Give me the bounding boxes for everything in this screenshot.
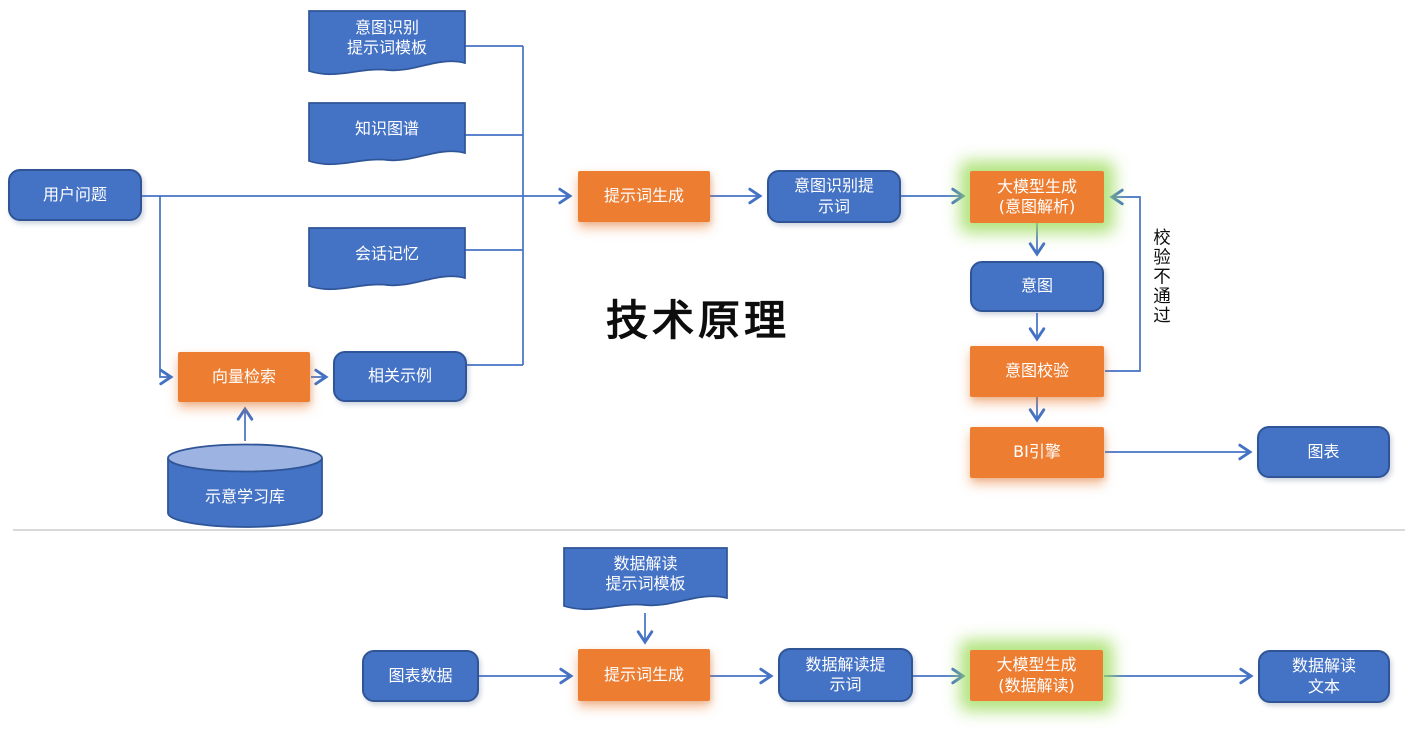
bi-engine-node: BI引擎: [970, 427, 1104, 478]
knowledge-graph-doc: 知识图谱: [308, 102, 466, 170]
intent-prompt-template-doc: 意图识别 提示词模板: [308, 10, 466, 80]
prompt-generation-2-label: 提示词生成: [603, 664, 684, 684]
intent-validation-label: 意图校验: [1004, 361, 1069, 381]
intent-node: 意图: [970, 261, 1104, 312]
page-title: 技术原理: [605, 296, 790, 345]
database-cylinder-icon: [167, 443, 323, 528]
data-interpretation-text-label: 数据解读 文本: [1291, 656, 1356, 696]
bi-engine-label: BI引擎: [1013, 442, 1061, 462]
llm-generation-interpretation-node: 大模型生成 (数据解读): [970, 650, 1103, 701]
document-shape-icon: [563, 547, 728, 611]
data-interpretation-prompt-node: 数据解读提 示词: [778, 648, 913, 702]
data-interpretation-prompt-label: 数据解读提 示词: [805, 654, 886, 694]
session-memory-doc: 会话记忆: [308, 227, 466, 295]
document-shape-icon: [308, 10, 466, 76]
user-question-node: 用户问题: [8, 169, 142, 221]
document-shape-icon: [308, 102, 466, 166]
related-examples-node: 相关示例: [333, 351, 467, 402]
prompt-generation-label: 提示词生成: [603, 186, 684, 206]
connector-arrows: [142, 45, 1254, 685]
document-shape-icon: [308, 227, 466, 291]
llm-generation-intent-node: 大模型生成 (意图解析): [970, 171, 1104, 223]
chart-data-label: 图表数据: [388, 665, 453, 685]
prompt-generation-2-node: 提示词生成: [578, 649, 710, 701]
intent-prompt-template-label: 意图识别 提示词模板: [346, 17, 427, 57]
vector-search-label: 向量检索: [211, 366, 276, 386]
validation-fail-label: 校验不通过: [1150, 228, 1171, 326]
llm-generation-interpretation-label: 大模型生成 (数据解读): [996, 655, 1077, 695]
knowledge-graph-label: 知识图谱: [354, 118, 419, 138]
intent-validation-node: 意图校验: [970, 346, 1104, 397]
user-question-label: 用户问题: [42, 184, 107, 204]
intent-label: 意图: [1020, 276, 1053, 296]
prompt-generation-node: 提示词生成: [578, 171, 710, 222]
related-examples-label: 相关示例: [367, 366, 432, 386]
data-interpretation-template-label: 数据解读 提示词模板: [605, 553, 686, 593]
data-interpretation-text-node: 数据解读 文本: [1258, 650, 1390, 703]
intent-recognition-prompt-node: 意图识别提 示词: [767, 170, 901, 223]
vector-search-node: 向量检索: [178, 352, 310, 402]
intent-recognition-prompt-label: 意图识别提 示词: [793, 176, 874, 216]
chart-label: 图表: [1307, 441, 1340, 461]
session-memory-label: 会话记忆: [354, 243, 419, 263]
data-interpretation-template-doc: 数据解读 提示词模板: [563, 547, 728, 615]
example-learning-db-node: 示意学习库: [167, 443, 323, 529]
llm-generation-intent-label: 大模型生成 (意图解析): [996, 176, 1077, 216]
chart-node: 图表: [1257, 426, 1390, 478]
chart-data-node: 图表数据: [362, 650, 479, 702]
example-learning-db-label: 示意学习库: [204, 486, 285, 506]
